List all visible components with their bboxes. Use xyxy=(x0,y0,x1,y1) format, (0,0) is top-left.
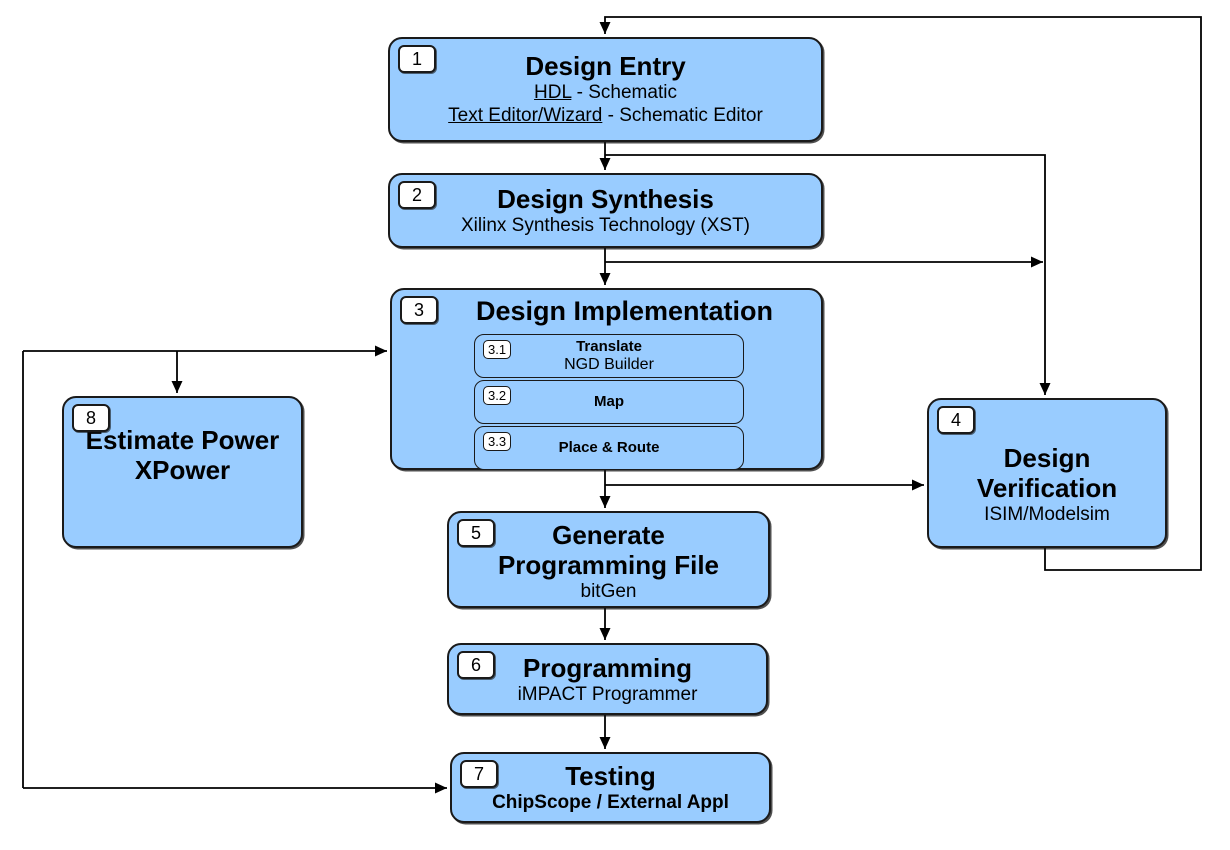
step-place-route: 3.3 Place & Route xyxy=(474,426,744,470)
box-programming: 6 Programming iMPACT Programmer xyxy=(447,643,768,715)
box-title-line1: Generate xyxy=(552,520,665,550)
box-title-line2: Verification xyxy=(976,472,1118,503)
substep-title: Map xyxy=(594,393,624,410)
substep-title: Place & Route xyxy=(558,439,660,456)
box-subtitle: ISIM/Modelsim xyxy=(984,503,1110,525)
box-design-entry: 1 Design Entry HDL - Schematic Text Edit… xyxy=(388,37,823,142)
connector-entry-to-verification xyxy=(605,154,1051,395)
substep-number-badge: 3.2 xyxy=(483,386,512,405)
subtitle-rest: - Schematic xyxy=(571,82,677,103)
step-map: 3.2 Map xyxy=(474,380,744,424)
box-title: Testing xyxy=(565,761,656,791)
step-number-badge: 3 xyxy=(400,296,439,324)
step-number-badge: 5 xyxy=(457,519,496,547)
box-design-implementation: 3 Design Implementation 3.1 Translate NG… xyxy=(390,288,823,470)
step-number-badge: 8 xyxy=(72,404,111,432)
box-design-synthesis: 2 Design Synthesis Xilinx Synthesis Tech… xyxy=(388,173,823,248)
box-subtitle-line1: HDL - Schematic xyxy=(534,81,677,104)
box-title: Programming xyxy=(522,652,693,683)
substep-number-badge: 3.3 xyxy=(483,432,512,451)
box-title-line2: XPower xyxy=(134,455,231,485)
substep-title: Translate xyxy=(576,338,642,355)
box-design-verification: 4 Design Verification ISIM/Modelsim xyxy=(927,398,1167,548)
step-number-badge: 7 xyxy=(460,760,499,788)
box-subtitle: ChipScope / External Appl xyxy=(492,792,729,813)
box-subtitle: iMPACT Programmer xyxy=(517,683,698,705)
step-translate: 3.1 Translate NGD Builder xyxy=(474,334,744,378)
box-subtitle: Xilinx Synthesis Technology (XST) xyxy=(461,215,750,236)
connector-verification-to-entry xyxy=(599,16,1202,571)
box-title: Design Implementation xyxy=(475,296,774,326)
implementation-steps: 3.1 Translate NGD Builder 3.2 Map 3.3 Pl… xyxy=(474,334,744,470)
step-number-badge: 2 xyxy=(398,181,437,209)
step-number-badge: 1 xyxy=(398,45,437,73)
box-generate-programming-file: 5 Generate Programming File bitGen xyxy=(447,511,770,608)
box-title-line1: Estimate Power xyxy=(85,425,280,455)
box-estimate-power: 8 Estimate Power XPower xyxy=(62,396,303,548)
box-subtitle: bitGen xyxy=(580,581,637,602)
step-number-badge: 6 xyxy=(457,651,496,679)
box-testing: 7 Testing ChipScope / External Appl xyxy=(450,752,771,823)
subtitle-rest: - Schematic Editor xyxy=(602,105,763,126)
substep-subtitle: NGD Builder xyxy=(564,356,654,373)
underlined-term: Text Editor/Wizard xyxy=(448,105,603,126)
substep-number-badge: 3.1 xyxy=(483,340,512,359)
step-number-badge: 4 xyxy=(937,406,976,434)
box-title-line1: Design xyxy=(1003,442,1091,473)
box-subtitle-line2: Text Editor/Wizard - Schematic Editor xyxy=(448,104,763,127)
box-title: Design Entry xyxy=(525,51,686,81)
underlined-term: HDL xyxy=(534,82,572,103)
box-title: Design Synthesis xyxy=(497,184,714,214)
box-title-line2: Programming File xyxy=(497,550,720,580)
